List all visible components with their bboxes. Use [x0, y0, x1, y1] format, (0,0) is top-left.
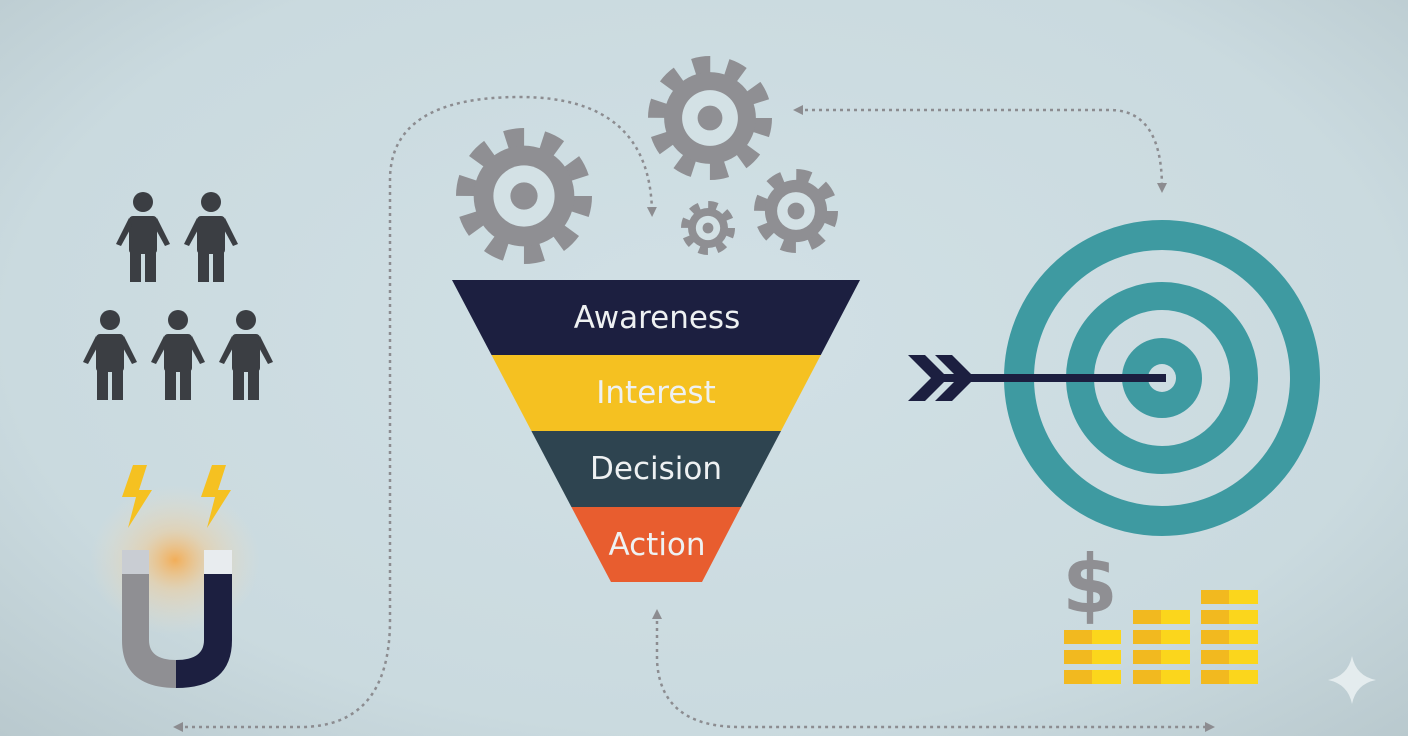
gear-icon — [647, 56, 772, 180]
coin — [1201, 630, 1229, 644]
coin — [1133, 670, 1161, 684]
connector-funnel-revenue — [652, 609, 1215, 732]
coin — [1064, 670, 1092, 684]
coin — [1201, 610, 1229, 624]
person-icon — [219, 310, 273, 400]
funnel-stage-action — [571, 507, 741, 582]
funnel-label-action: Action — [608, 527, 705, 563]
lightning-icons — [122, 465, 231, 528]
person-icon — [83, 310, 137, 400]
coin-stack — [1201, 590, 1258, 684]
sparkle-icon — [1328, 656, 1376, 704]
gear-icon — [681, 200, 736, 255]
coin — [1201, 670, 1229, 684]
person-icon — [116, 192, 170, 282]
funnel-stage-decision — [531, 431, 781, 507]
gear-icon — [754, 169, 839, 254]
coin — [1133, 610, 1161, 624]
person-icon — [151, 310, 205, 400]
person-icon — [184, 192, 238, 282]
flow-connectors — [173, 95, 1215, 732]
arrow-icon — [908, 355, 1166, 401]
coin-stack — [1064, 630, 1121, 684]
magnet-icon — [90, 485, 260, 688]
coin — [1064, 650, 1092, 664]
lightning-icon — [122, 465, 152, 528]
funnel-stage-awareness — [452, 280, 860, 355]
funnel-label-decision: Decision — [590, 451, 722, 487]
coin — [1201, 590, 1229, 604]
funnel-label-awareness: Awareness — [574, 300, 740, 336]
coin — [1064, 630, 1092, 644]
lightning-icon — [201, 465, 231, 528]
connector-gears-target — [793, 105, 1167, 193]
dollar-sign-icon: $ — [1062, 538, 1118, 631]
coin — [1201, 650, 1229, 664]
funnel-stage-interest — [491, 355, 821, 431]
gear-icon — [455, 128, 592, 265]
gears-group — [455, 56, 839, 265]
coin — [1133, 650, 1161, 664]
sales-funnel: Awareness Interest Decision Action — [452, 280, 860, 582]
people-group — [83, 192, 273, 400]
coin-stack — [1133, 610, 1190, 684]
coin-stacks — [1064, 590, 1258, 684]
coin — [1133, 630, 1161, 644]
funnel-label-interest: Interest — [596, 375, 715, 411]
